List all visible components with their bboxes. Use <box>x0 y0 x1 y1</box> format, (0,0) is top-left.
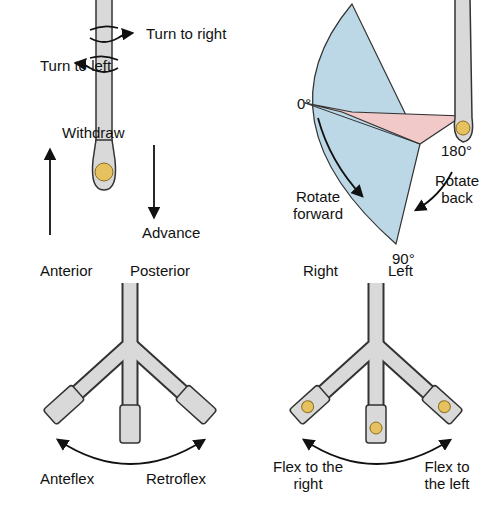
label: Advance <box>142 224 200 241</box>
flex-arrow <box>58 440 204 464</box>
label: Retroflex <box>146 470 206 487</box>
label: 180° <box>441 142 472 159</box>
label: Posterior <box>130 262 190 279</box>
motion-arrows <box>50 145 154 235</box>
flex-probe-ap <box>43 283 217 443</box>
label: 0° <box>297 95 311 112</box>
label: Turn to left <box>40 57 111 74</box>
label: Anteflex <box>40 470 94 487</box>
label: Turn to right <box>146 25 226 42</box>
label: Flex to the left <box>412 458 482 492</box>
label: Flex to the right <box>272 458 344 492</box>
label: Right <box>303 262 338 279</box>
label: Rotate forward <box>286 188 350 222</box>
flex-probe-lr <box>289 283 463 443</box>
label: Left <box>388 262 413 279</box>
label: Rotate back <box>432 172 482 206</box>
label: Anterior <box>40 262 93 279</box>
label: Withdraw <box>62 124 125 141</box>
